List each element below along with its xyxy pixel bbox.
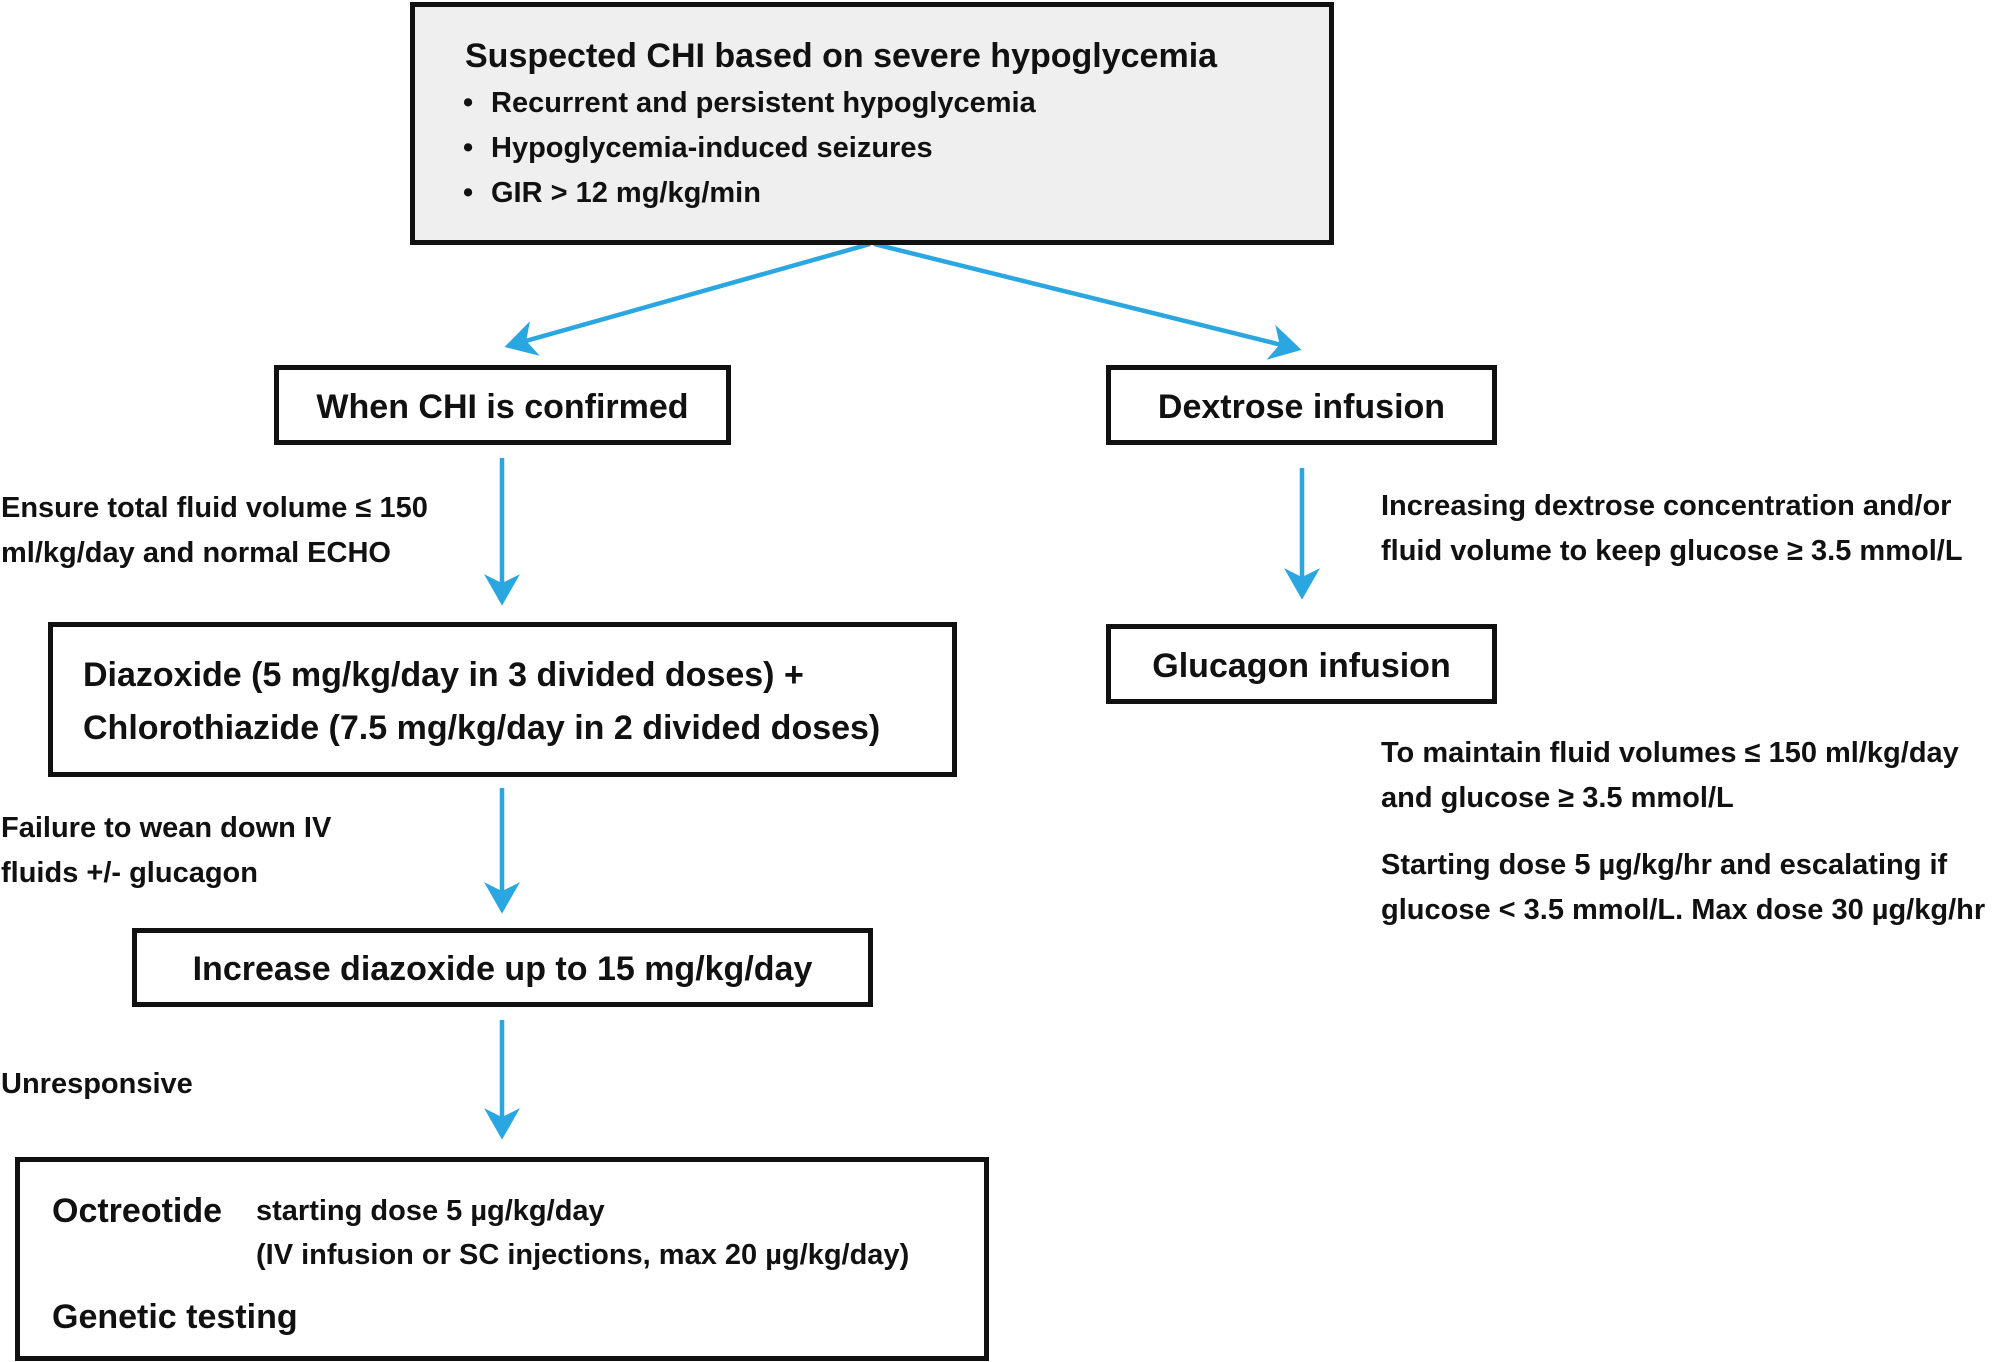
note-line: fluids +/- glucagon — [1, 857, 258, 889]
increase-diazoxide-box: Increase diazoxide up to 15 mg/kg/day — [132, 928, 873, 1007]
note-line: Ensure total fluid volume ≤ 150 — [1, 492, 428, 524]
octreotide-box: Octreotide starting dose 5 µg/kg/day (IV… — [15, 1157, 989, 1361]
octreotide-label: Octreotide — [52, 1192, 223, 1230]
symptom-list: Recurrent and persistent hypoglycemia Hy… — [463, 81, 1036, 216]
chi-confirmed-label: When CHI is confirmed — [316, 388, 689, 426]
diazoxide-line: Diazoxide (5 mg/kg/day in 3 divided dose… — [83, 656, 804, 694]
suspected-chi-box: Suspected CHI based on severe hypoglycem… — [410, 2, 1334, 245]
arrow-top-to-confirmed — [504, 241, 871, 356]
increase-diazoxide-label: Increase diazoxide up to 15 mg/kg/day — [192, 950, 813, 988]
maintain-fluid-note: To maintain fluid volumes ≤ 150 ml/kg/da… — [1381, 731, 1959, 821]
note-line: Increasing dextrose concentration and/or — [1381, 490, 1952, 522]
arrow-top-to-dextrose — [873, 241, 1302, 360]
glucagon-dose-note: Starting dose 5 µg/kg/hr and escalating … — [1381, 843, 1985, 933]
suspected-chi-title: Suspected CHI based on severe hypoglycem… — [465, 37, 1218, 75]
symptom-item: GIR > 12 mg/kg/min — [463, 171, 1036, 216]
note-line: To maintain fluid volumes ≤ 150 ml/kg/da… — [1381, 737, 1959, 769]
failure-wean-note: Failure to wean down IV fluids +/- gluca… — [1, 806, 331, 896]
dextrose-infusion-label: Dextrose infusion — [1157, 388, 1446, 426]
octreotide-route-line: (IV infusion or SC injections, max 20 µg… — [256, 1239, 910, 1271]
dextrose-concentration-note: Increasing dextrose concentration and/or… — [1381, 484, 1963, 574]
note-line: Failure to wean down IV — [1, 812, 332, 844]
chi-confirmed-box: When CHI is confirmed — [274, 365, 731, 445]
octreotide-dose-line: starting dose 5 µg/kg/day — [256, 1195, 605, 1227]
symptom-item: Recurrent and persistent hypoglycemia — [463, 81, 1036, 126]
note-line: fluid volume to keep glucose ≥ 3.5 mmol/… — [1381, 535, 1963, 567]
note-line: and glucose ≥ 3.5 mmol/L — [1381, 782, 1734, 814]
note-line: Starting dose 5 µg/kg/hr and escalating … — [1381, 849, 1948, 881]
note-line: ml/kg/day and normal ECHO — [1, 537, 391, 569]
symptom-item: Hypoglycemia-induced seizures — [463, 126, 1036, 171]
genetic-testing-label: Genetic testing — [52, 1298, 298, 1336]
fluid-volume-note: Ensure total fluid volume ≤ 150 ml/kg/da… — [1, 486, 428, 576]
diazoxide-chlorothiazide-box: Diazoxide (5 mg/kg/day in 3 divided dose… — [48, 622, 957, 777]
glucagon-infusion-box: Glucagon infusion — [1106, 624, 1497, 704]
dextrose-infusion-box: Dextrose infusion — [1106, 365, 1497, 445]
unresponsive-note: Unresponsive — [1, 1068, 193, 1100]
chlorothiazide-line: Chlorothiazide (7.5 mg/kg/day in 2 divid… — [83, 709, 881, 747]
note-line: glucose < 3.5 mmol/L. Max dose 30 µg/kg/… — [1381, 894, 1986, 926]
glucagon-infusion-label: Glucagon infusion — [1152, 647, 1451, 685]
